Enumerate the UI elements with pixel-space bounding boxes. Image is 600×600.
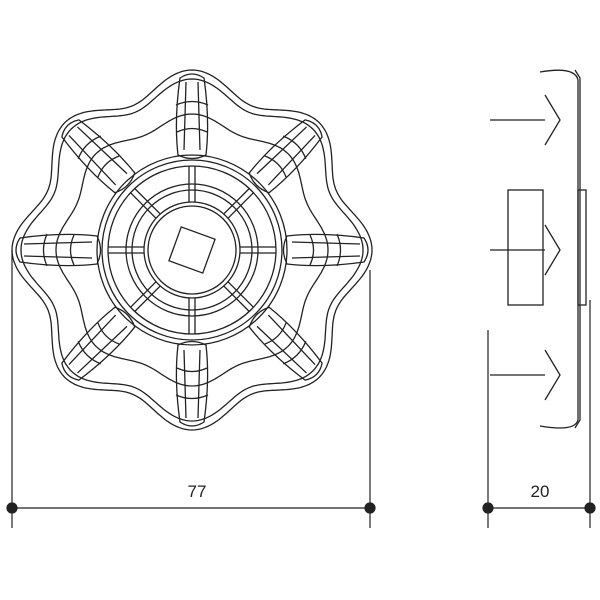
hub-ring — [125, 183, 259, 317]
knob-outline-inner-edge — [20, 78, 364, 422]
rib — [61, 281, 161, 381]
rib — [175, 298, 209, 427]
front-view — [11, 69, 373, 431]
knob-inner-contour — [55, 113, 329, 387]
rib-crease — [282, 135, 307, 160]
hub-ring — [96, 154, 288, 346]
hub-spoke — [130, 188, 161, 219]
side-boss — [577, 189, 587, 306]
rib — [15, 233, 144, 267]
dimension-label-thickness: 20 — [531, 482, 550, 501]
rib-crease — [282, 340, 307, 365]
rib — [61, 119, 161, 219]
hub-spoke — [130, 281, 161, 312]
rib-crease — [176, 127, 208, 133]
rib-crease — [309, 234, 315, 266]
rib-outline — [61, 119, 136, 194]
rib-crease — [97, 155, 120, 178]
rib-crease — [176, 367, 208, 373]
hub-ring — [143, 201, 241, 299]
dimension-terminator-dot — [584, 502, 596, 514]
square-socket — [168, 226, 216, 274]
rib-crease — [77, 340, 102, 365]
rib-crease — [175, 394, 209, 400]
dimension-terminator-dot — [364, 502, 376, 514]
knob-outline — [11, 69, 373, 431]
side-lobe-tip — [544, 94, 561, 146]
hub-ring — [131, 189, 253, 311]
dimension-terminator-dot — [482, 502, 494, 514]
hub-spoke — [108, 246, 144, 254]
rib-crease — [175, 100, 209, 106]
hub-spoke — [240, 246, 276, 254]
hub-spoke — [188, 166, 196, 202]
dimension-diameter — [6, 250, 376, 528]
rib-crease — [77, 135, 102, 160]
rib-edge — [183, 81, 201, 151]
rib-outline — [61, 306, 136, 381]
rib-crease — [69, 234, 75, 266]
rib — [223, 119, 323, 219]
rib-edge — [256, 126, 316, 186]
side-lobe-tip — [544, 224, 561, 276]
rib-outline — [248, 119, 323, 194]
dimension-terminator-dot — [6, 502, 18, 514]
rib — [240, 233, 369, 267]
hub-spoke — [223, 281, 254, 312]
rib-crease — [97, 322, 120, 345]
hub-spoke — [188, 298, 196, 334]
side-hub — [507, 189, 544, 306]
hub-ring — [101, 159, 283, 341]
side-back-face — [574, 69, 581, 429]
hub-spoke — [223, 188, 254, 219]
rib-edge — [183, 349, 201, 419]
rib-crease — [264, 322, 287, 345]
side-lobe-tip — [544, 349, 561, 401]
rib-edge — [68, 314, 128, 374]
rib — [223, 281, 323, 381]
rib-outline — [248, 306, 323, 381]
rib-edge — [68, 126, 128, 186]
rib-crease — [336, 233, 342, 267]
hub-ring — [147, 205, 237, 295]
dimension-label-diameter: 77 — [188, 482, 207, 501]
side-view — [490, 69, 587, 429]
rib — [175, 73, 209, 202]
hub-ring — [107, 165, 277, 335]
rib-edge — [256, 314, 316, 374]
rib-crease — [42, 233, 48, 267]
rib-crease — [264, 155, 287, 178]
rib-edge — [23, 241, 93, 259]
dimension-thickness — [482, 300, 596, 528]
rib-edge — [291, 241, 361, 259]
